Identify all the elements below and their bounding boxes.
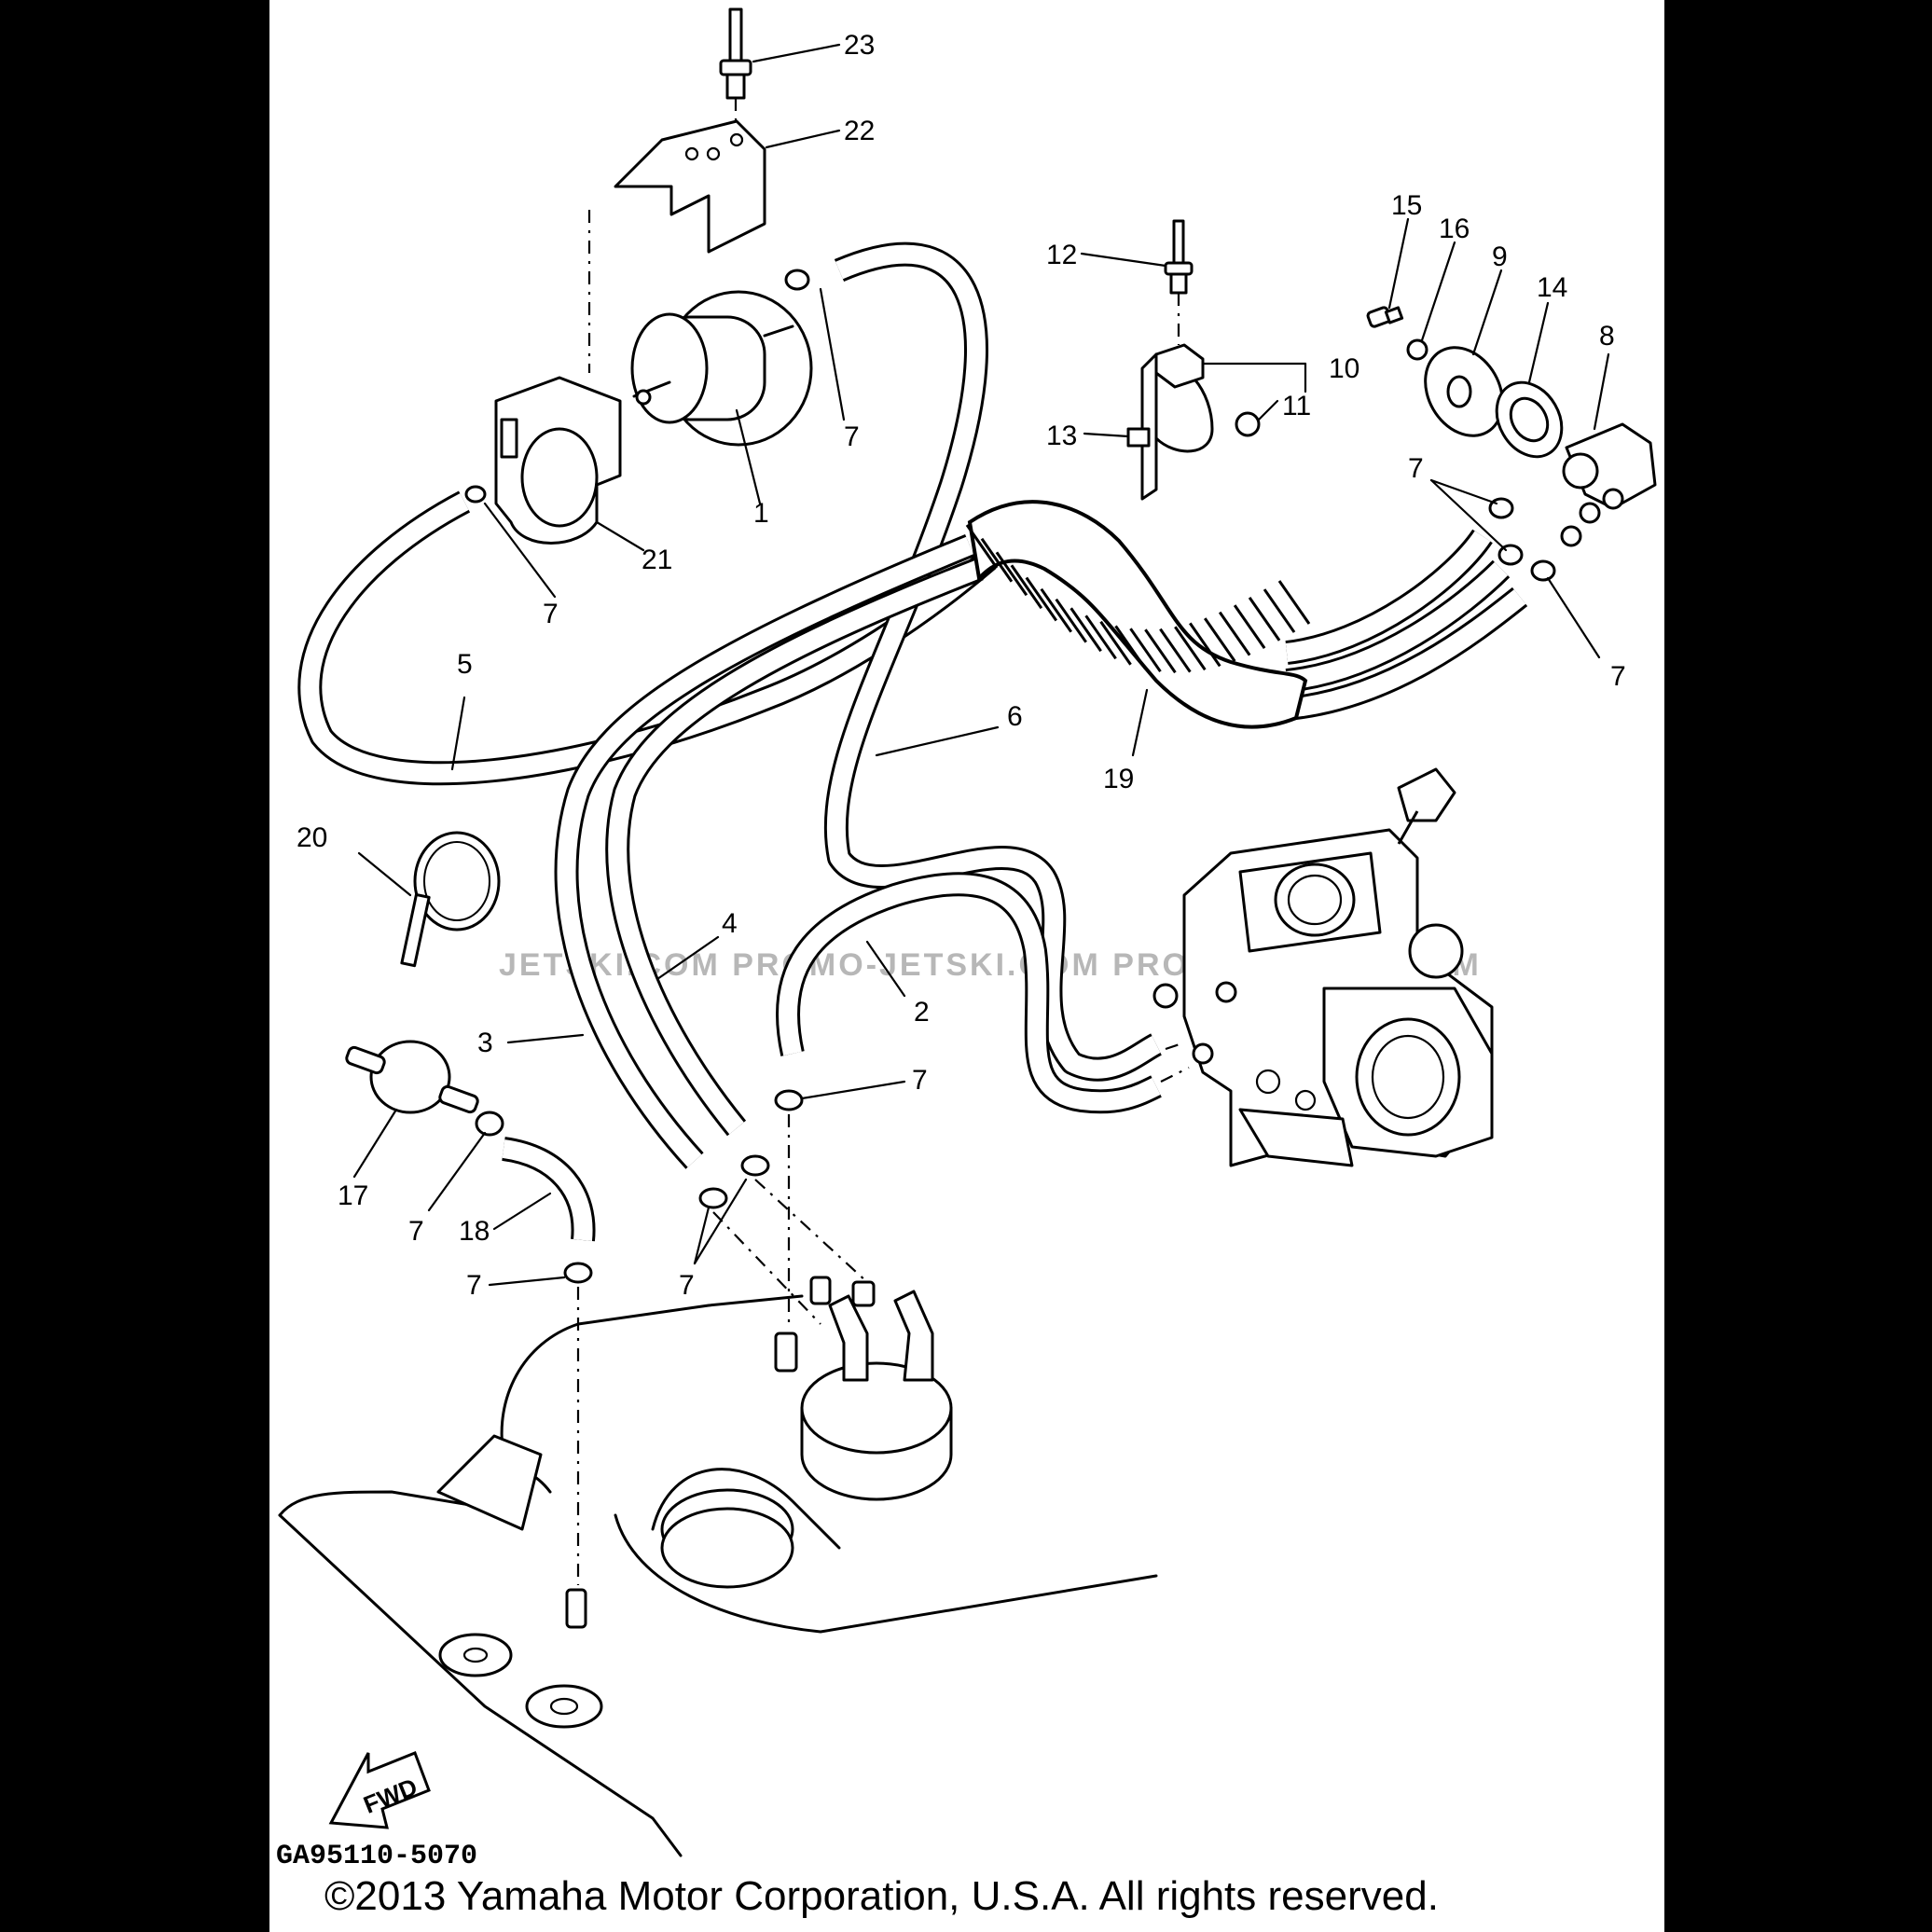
carb-leaders [1160, 1042, 1190, 1083]
hose-4 [605, 557, 984, 1137]
hose-6 [823, 242, 1163, 1082]
filter-holder-21 [494, 376, 622, 545]
check-valve-17 [345, 1040, 479, 1114]
callout-4: 4 [722, 908, 738, 939]
leader-lines [352, 43, 1610, 1287]
callout-17: 17 [338, 1180, 368, 1211]
callout-19: 19 [1103, 764, 1134, 794]
bracket-22 [614, 119, 766, 254]
callout-11: 11 [1282, 391, 1311, 421]
forward-arrow: FWD [328, 1751, 431, 1829]
callout-2: 2 [914, 997, 930, 1028]
callout-12: 12 [1046, 240, 1077, 270]
hose-2 [776, 872, 1162, 1114]
callout-7-pump: 7 [679, 1270, 695, 1301]
hose-5 [297, 490, 997, 786]
copyright-notice: ©2013 Yamaha Motor Corporation, U.S.A. A… [324, 1873, 1439, 1919]
callout-20: 20 [297, 822, 327, 853]
cover-9 [1424, 346, 1504, 437]
callout-7-left: 7 [543, 599, 559, 629]
callout-7-right-bottom: 7 [1610, 661, 1626, 692]
callout-13: 13 [1046, 421, 1077, 451]
callout-7-hose18: 7 [466, 1270, 482, 1301]
callout-21: 21 [642, 545, 672, 575]
dashed-connections [576, 1114, 868, 1585]
bracket-leader [587, 98, 738, 373]
callout-7-valve: 7 [408, 1216, 424, 1247]
callout-8: 8 [1599, 321, 1615, 352]
nut-14 [1495, 380, 1564, 459]
holder-10 [1154, 343, 1205, 389]
fitting-8 [1560, 422, 1657, 547]
hose-3 [554, 533, 974, 1169]
carburetor [1152, 767, 1494, 1167]
callout-16: 16 [1439, 214, 1470, 244]
drawing-code: GA95110-5070 [276, 1841, 477, 1872]
bolt-23 [719, 7, 752, 100]
callout-labels: 1 2 3 4 5 6 7 7 7 7 7 7 7 7 8 9 10 11 12… [297, 30, 1626, 1301]
grommet-1 [438, 1633, 513, 1677]
callout-10: 10 [1329, 353, 1359, 384]
callout-14: 14 [1537, 272, 1567, 303]
callout-22: 22 [844, 116, 875, 146]
hoses [297, 242, 1528, 1242]
callout-7-right-top: 7 [1408, 453, 1424, 484]
band-13 [1126, 352, 1214, 501]
callout-3: 3 [477, 1028, 493, 1058]
protector-sleeve-19 [965, 500, 1311, 729]
collar-11 [1235, 411, 1261, 437]
callout-7-mid: 7 [912, 1065, 928, 1096]
bolt-12 [1164, 219, 1194, 295]
fuel-filter-1 [630, 290, 813, 447]
callout-7-filter: 7 [844, 421, 860, 452]
washer-16 [1406, 338, 1428, 361]
callout-15: 15 [1391, 190, 1422, 221]
hoses-to-fitting [1285, 529, 1528, 721]
callout-5: 5 [457, 649, 473, 680]
hose-18 [501, 1137, 596, 1242]
grommet-2 [525, 1684, 603, 1729]
callout-1: 1 [753, 498, 769, 529]
callout-9: 9 [1492, 242, 1508, 272]
fitting-lower [565, 1588, 587, 1629]
fuel-tank [278, 1276, 1158, 1857]
bolt-15 [1366, 306, 1404, 328]
callout-6: 6 [1007, 701, 1023, 732]
callout-23: 23 [844, 30, 875, 61]
callout-18: 18 [459, 1216, 490, 1247]
band-20 [400, 831, 501, 968]
